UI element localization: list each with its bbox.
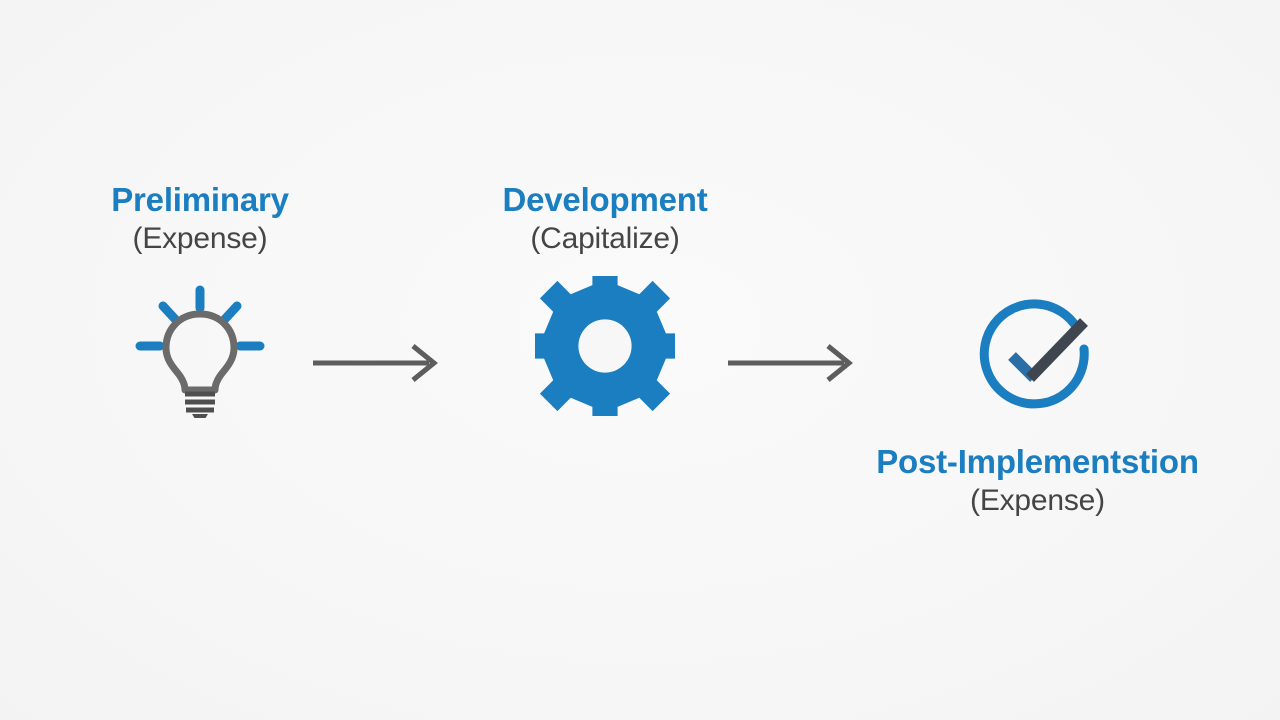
step-preliminary: Preliminary (Expense) [45,181,355,422]
arrow-right-icon [305,340,445,386]
step-post-implementation: Post-Implementstion (Expense) [845,292,1230,518]
step-post-implementation-title: Post-Implementstion [876,443,1199,480]
lightbulb-icon [130,278,270,422]
step-post-implementation-subtitle: (Expense) [970,483,1105,517]
step-development: Development (Capitalize) [455,181,755,426]
step-development-labels: Development (Capitalize) [502,181,708,256]
step-development-subtitle: (Capitalize) [530,221,680,255]
step-post-implementation-labels: Post-Implementstion (Expense) [876,443,1199,518]
gear-icon [525,265,685,426]
step-preliminary-labels: Preliminary (Expense) [111,181,289,256]
step-development-title: Development [502,181,708,218]
step-preliminary-subtitle: (Expense) [132,221,268,255]
arrow-right-icon [720,340,860,386]
check-circle-icon [974,292,1102,420]
step-preliminary-title: Preliminary [111,181,289,218]
